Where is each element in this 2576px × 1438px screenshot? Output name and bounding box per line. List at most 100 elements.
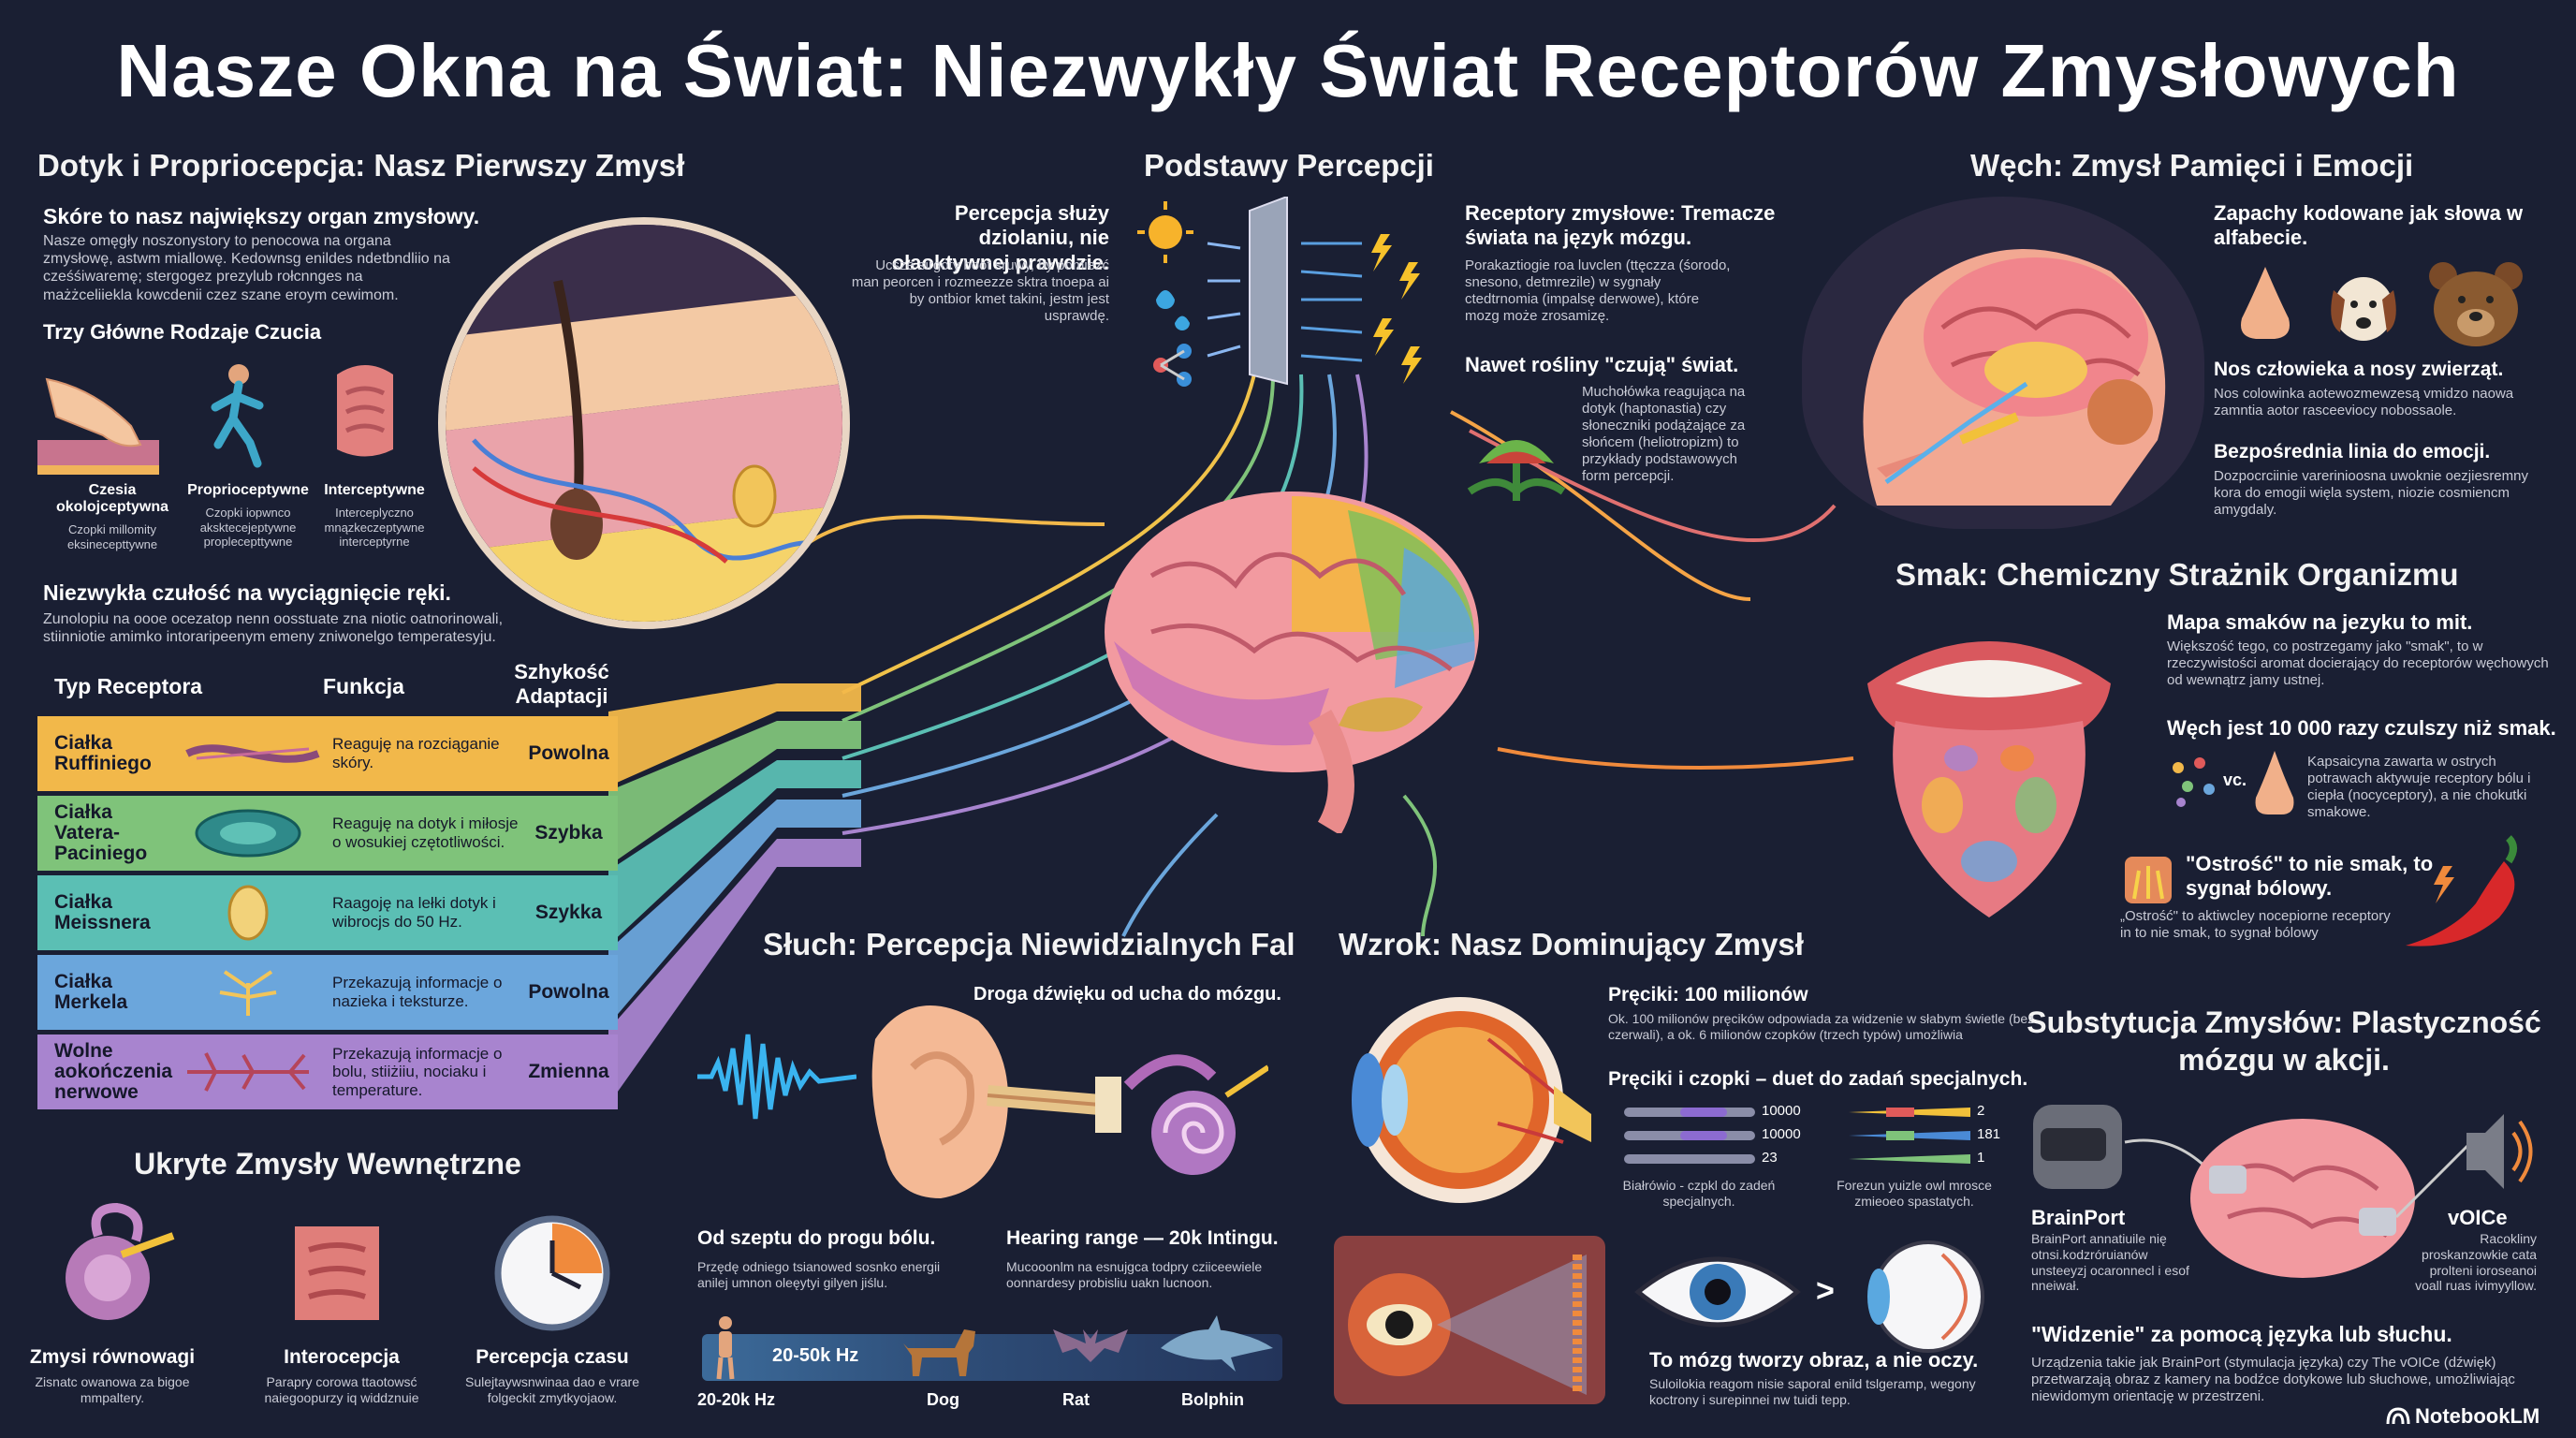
animal-label-dolphin: Bolphin <box>1181 1390 1244 1409</box>
dolphin-icon <box>1161 1315 1273 1372</box>
sensitivity-heading: Niezwykła czułość na wyciągnięcie ręki. <box>43 580 451 605</box>
hidden-desc-1: Zisnatc owanowa za bigoe mmpaltery. <box>35 1374 190 1405</box>
retina-projection-icon <box>1334 1236 1605 1404</box>
smell-emotion-body: Dozpocrciinie varerinioosna uwoknie oezj… <box>2214 468 2528 518</box>
type-label-3: Interceptywne <box>324 482 425 498</box>
cone-value-2: 181 <box>1977 1126 2001 1142</box>
receptor-speed: Powolna <box>528 742 609 764</box>
skin-illustration <box>438 217 850 629</box>
brainport-body: BrainPort annatiuile nię otnsi.kodzrórui… <box>2031 1231 2189 1294</box>
basics-heading: Podstawy Percepcji <box>1144 148 1434 183</box>
table-ribbons <box>608 683 861 1105</box>
taste-heading: Smak: Chemiczny Strażnik Organizmu <box>1895 557 2459 592</box>
vision-substitution-body: Urządzenia takie jak BrainPort (stymulac… <box>2031 1355 2515 1404</box>
tongue-icon <box>1867 641 2111 917</box>
receptor-function: Raagoję na lełki dotyk i wibrocjs do 50 … <box>332 894 496 931</box>
smell-heading: Węch: Zmysł Pamięci i Emocji <box>1970 148 2414 183</box>
receptor-speed: Szybka <box>534 822 603 844</box>
skin-cross-section-icon <box>446 225 842 622</box>
receptor-function: Przekazują informacje o bolu, stiiżiiu, … <box>332 1044 503 1099</box>
plants-body: Muchołówka reagująca na dotyk (haptonast… <box>1582 384 1746 484</box>
receptor-speed: Powolna <box>528 981 609 1003</box>
sound-wave-icon <box>697 1034 856 1120</box>
brain-icon <box>1105 492 1479 833</box>
table-row: Ciałka Merkela Przekazują informacje o n… <box>37 955 618 1030</box>
hearing-range-title: Hearing range — 20k Intingu. <box>1006 1227 1279 1249</box>
receptor-name: Ciałka Merkela <box>54 970 128 1013</box>
receptor-name: Ciałka Vatera-Paciniego <box>54 800 148 865</box>
taste-spicy-title: "Ostrość" to nie smak, to sygnał bólowy. <box>2186 852 2434 901</box>
taste-ratio-body: Kapsaicyna zawarta w ostrych potrawach a… <box>2307 754 2531 820</box>
human-icon <box>716 1316 735 1380</box>
smell-noses-body: Nos colowinka aotewozmewzesą vmidzo naow… <box>2214 386 2514 418</box>
voice-body: Racokliny proskanzowkie cata prolteni io… <box>2415 1231 2537 1294</box>
receptor-name: Wolne aokończenia nerwowe <box>54 1039 173 1104</box>
pacinian-icon <box>195 809 301 858</box>
dog-icon <box>2331 277 2396 341</box>
sensitivity-body: Zunolopiu na oooe ocezatop nenn oosstuat… <box>43 611 504 646</box>
smell-illustration <box>1802 197 2204 529</box>
sensory-substitution-icon <box>2033 1105 2533 1278</box>
hidden-label-1: Zmysi równowagi <box>29 1346 196 1368</box>
hand-touch-icon <box>37 377 159 475</box>
col-type-header: Typ Receptora <box>54 674 203 698</box>
receptor-function: Reaguję na rozciąganie skóry. <box>332 735 500 771</box>
eye-anatomy-icon <box>1352 997 1591 1203</box>
taste-map-title: Mapa smaków na jezyku to mit. <box>2167 610 2473 634</box>
human-nose-icon <box>2241 267 2290 339</box>
table-row: Ciałka Vatera-Paciniego Reaguję na dotyk… <box>37 796 618 871</box>
receptor-function: Przekazują informacje o nazieka i tekstu… <box>332 974 503 1010</box>
vision-brain-body: Suloilokia reagom nisie saporal enild ts… <box>1649 1376 1976 1407</box>
hidden-heading: Ukryte Zmysły Wewnętrzne <box>134 1147 521 1181</box>
dog-silhouette-icon <box>903 1329 975 1376</box>
animal-label-rat: Rat <box>1062 1390 1090 1409</box>
cone-value-3: 1 <box>1977 1150 1985 1166</box>
notebooklm-logo-icon <box>2386 1407 2410 1425</box>
animal-label-human: 20-20k Hz <box>697 1390 776 1409</box>
col-speed-header: Szhykość Adaptacji <box>514 660 609 708</box>
hidden-desc-2: Parapry corowa ttaotowsć naiegoopurzy iq… <box>264 1374 419 1405</box>
inner-ear-icon <box>66 1202 175 1320</box>
rods-cones-icon <box>1624 1108 1970 1164</box>
bat-icon <box>1053 1329 1128 1362</box>
ear-anatomy-icon <box>871 1005 1268 1198</box>
eye-icon <box>1634 1256 1801 1328</box>
bear-icon <box>2429 262 2523 346</box>
receptor-speed: Szykka <box>534 902 603 923</box>
runner-icon <box>211 364 264 468</box>
type-label-2: Proprioceptywne <box>187 482 309 498</box>
taste-ratio-title: Węch jest 10 000 razy czulszy niż smak. <box>2167 716 2556 740</box>
hidden-desc-3: Sulejtaywsnwinaa dao e vrare folgeckit z… <box>465 1374 639 1405</box>
basics-right-title: Receptory zmysłowe: Tremacze świata na j… <box>1465 201 1776 250</box>
ruffini-icon <box>185 744 320 763</box>
meissner-icon <box>227 885 269 941</box>
table-row: Ciałka Ruffiniego Reaguję na rozciąganie… <box>37 716 618 791</box>
hearing-heading: Słuch: Percepcja Niewidzialnych Fal <box>763 927 1295 961</box>
hearing-path-title: Droga dźwięku od ucha do mózgu. <box>973 984 1281 1005</box>
rod-caption: Białrówio - czpkl do zadeń specjalnych. <box>1622 1178 1776 1209</box>
nose-icon <box>2255 751 2294 814</box>
basics-left-body: Ucsze sirgoty boot sruwy, by pomieżć man… <box>851 257 1109 324</box>
animal-label-dog: Dog <box>927 1390 959 1409</box>
hidden-label-2: Interocepcja <box>284 1346 400 1368</box>
touch-lead: Skóre to nasz największy organ zmysłowy. <box>43 204 480 228</box>
table-row: Ciałka Meissnera Raagoję na lełki dotyk … <box>37 875 618 950</box>
intestine-icon <box>337 365 393 457</box>
type-desc-1: Czopki millomity eksinecepttywne <box>66 522 158 551</box>
table-row: Wolne aokończenia nerwowe Przekazują inf… <box>37 1034 618 1109</box>
smell-alphabet-title: Zapachy kodowane jak słowa w alfabecie. <box>2214 201 2524 250</box>
brand-label: NotebookLM <box>2415 1404 2540 1428</box>
hearing-whisper-body: Przędę odniego tsianowed sosnko energii … <box>697 1259 941 1290</box>
hearing-range-body: Mucooonlm na esnujgca todpry cziiceewiel… <box>1006 1259 1263 1290</box>
merkel-icon <box>219 970 277 1016</box>
receptor-name: Ciałka Meissnera <box>54 890 151 933</box>
smell-emotion-title: Bezpośrednia linia do emocji. <box>2214 441 2491 462</box>
taste-spicy-body: „Ostrość" to aktiwcley nocepiorne recept… <box>2120 908 2391 941</box>
vision-rods-title: Pręciki: 100 milionów <box>1608 984 1808 1005</box>
molecules-icon <box>2173 757 2215 807</box>
free-nerve-endings-icon <box>187 1052 309 1092</box>
hearing-band-label: 20-50k Hz <box>772 1345 859 1366</box>
basics-left-title: Percepcja służy dziolaniu, nie ołaoktywn… <box>891 201 1109 274</box>
touch-types-heading: Trzy Główne Rodzaje Czucia <box>43 320 322 344</box>
receptor-name: Ciałka Ruffiniego <box>54 731 152 774</box>
